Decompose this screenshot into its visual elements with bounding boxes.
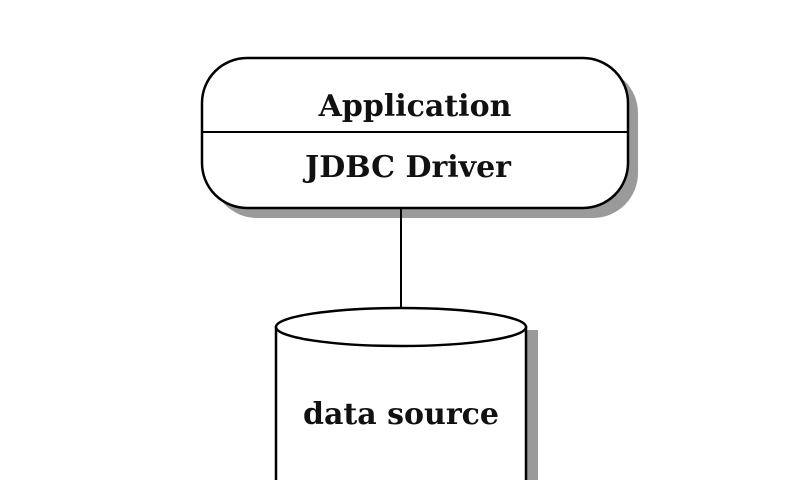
data-source-body: [276, 326, 526, 480]
application-label: Application: [318, 89, 512, 124]
application-jdbc-box: Application JDBC Driver: [200, 56, 638, 218]
data-source-label: data source: [303, 397, 499, 432]
data-source-cylinder: data source: [274, 306, 538, 480]
jdbc-driver-label: JDBC Driver: [302, 150, 512, 185]
data-source-shadow: [527, 330, 538, 480]
data-source-top: [274, 306, 528, 348]
